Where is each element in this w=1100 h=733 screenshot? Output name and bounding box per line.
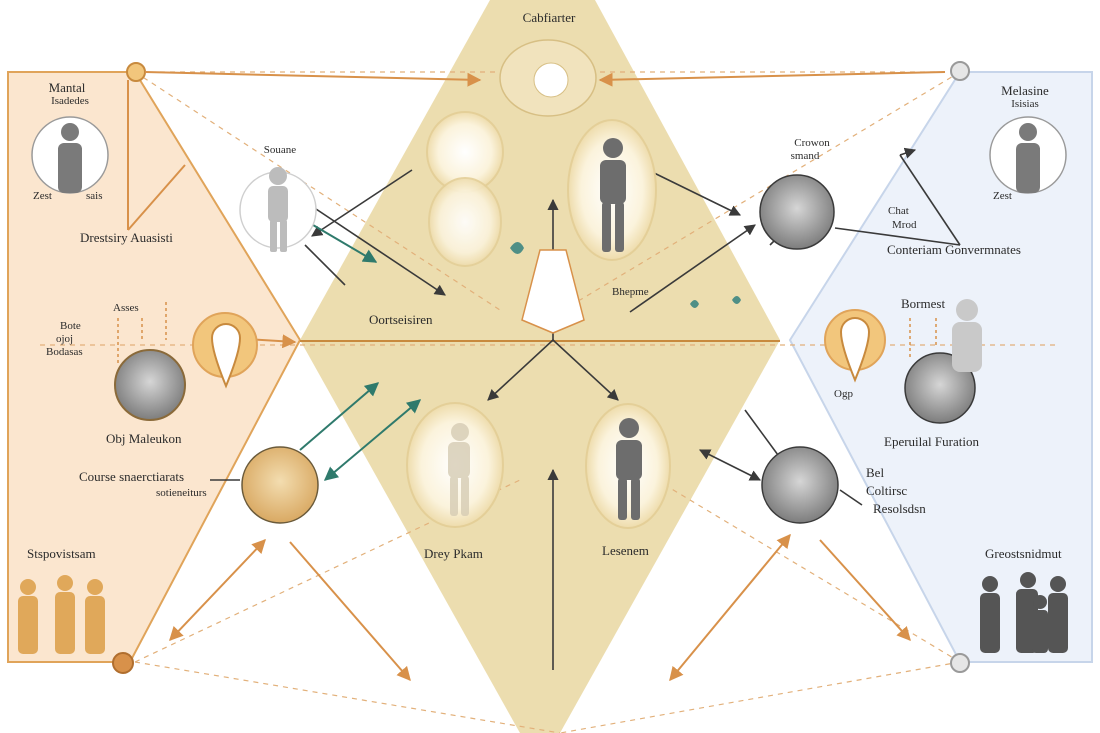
label-center-mid: Bhepme <box>612 286 649 298</box>
label-course-2: sotieneiturs <box>156 487 207 499</box>
small-markers <box>117 302 937 365</box>
label-chat-2: Mrod <box>892 219 917 231</box>
suit-collar-icon <box>521 249 585 334</box>
label-right-zest: Zest <box>993 190 1012 202</box>
label-bote-3: Bodasas <box>46 346 83 358</box>
left-top-portrait-figure <box>58 123 82 193</box>
corner-node-bottom-left <box>112 652 134 674</box>
top-center-dot <box>533 62 569 98</box>
label-left-mid: Drestsiry Auasisti <box>80 230 173 245</box>
label-obj: Obj Maleukon <box>106 431 182 446</box>
figure-top <box>600 138 626 252</box>
left-course-node <box>241 446 319 524</box>
right-pin-icon <box>839 317 871 383</box>
right-crowon-portrait <box>759 174 835 250</box>
label-center-left: Oortseisiren <box>369 312 433 327</box>
label-bottom-left: Stspovistsam <box>27 546 96 561</box>
label-ogp: Ogp <box>834 388 853 400</box>
corner-node-top-left <box>126 62 146 82</box>
center-oval-upper-left-2 <box>428 177 502 267</box>
label-chat-1: Chat <box>888 205 909 217</box>
label-crowon-1: Crowon <box>794 137 830 149</box>
bottom-left-people-icon <box>18 575 105 654</box>
label-center-bottom-left: Drey Pkam <box>424 546 483 561</box>
right-bomest-figure <box>952 299 982 372</box>
label-left-title-2: Isadedes <box>51 95 89 107</box>
label-coltirsc: Coltirsc <box>866 483 908 498</box>
right-bel-portrait <box>761 446 839 524</box>
label-bomest: Bormest <box>901 296 946 311</box>
label-left-sais: sais <box>86 190 103 202</box>
corner-node-top-right <box>950 61 970 81</box>
bottom-right-people-icon <box>980 572 1068 653</box>
center-diamond <box>300 0 780 733</box>
orange-arrows <box>127 71 946 682</box>
left-obj-portrait <box>114 349 186 421</box>
figure-bottom-right <box>616 418 642 520</box>
leaf-accents <box>510 242 741 308</box>
label-left-title-1: Mantal <box>48 80 86 95</box>
label-top-center: Cabfiarter <box>522 10 576 25</box>
figure-bottom-left-faint <box>448 423 470 516</box>
label-bottom-right: Greostsnidmut <box>985 546 1062 561</box>
label-course-1: Course snaerctiarats <box>79 469 185 484</box>
label-right-title-1: Melasine <box>1001 83 1049 98</box>
label-experial: Eperuilal Furation <box>884 434 979 449</box>
left-pin-icon <box>210 323 242 389</box>
label-left-zest: Zest <box>33 190 52 202</box>
label-crowon-2: smand <box>790 150 820 162</box>
label-bel: Bel <box>866 465 885 480</box>
label-asess: Asses <box>113 302 139 314</box>
label-left-node-top: Souane <box>263 144 297 156</box>
right-top-portrait-figure <box>1016 123 1040 193</box>
label-bote-2: ojoj <box>56 333 74 345</box>
label-right-long: Conteriam Gonvermnates <box>887 242 1021 257</box>
corner-node-bottom-right <box>950 653 970 673</box>
label-right-title-2: Isisias <box>1011 98 1039 110</box>
left-node-souane-figure <box>268 167 288 252</box>
label-bote-1: Bote <box>60 320 81 332</box>
label-resolution: Resolsdsn <box>873 501 926 516</box>
label-center-bottom-right: Lesenem <box>602 543 649 558</box>
